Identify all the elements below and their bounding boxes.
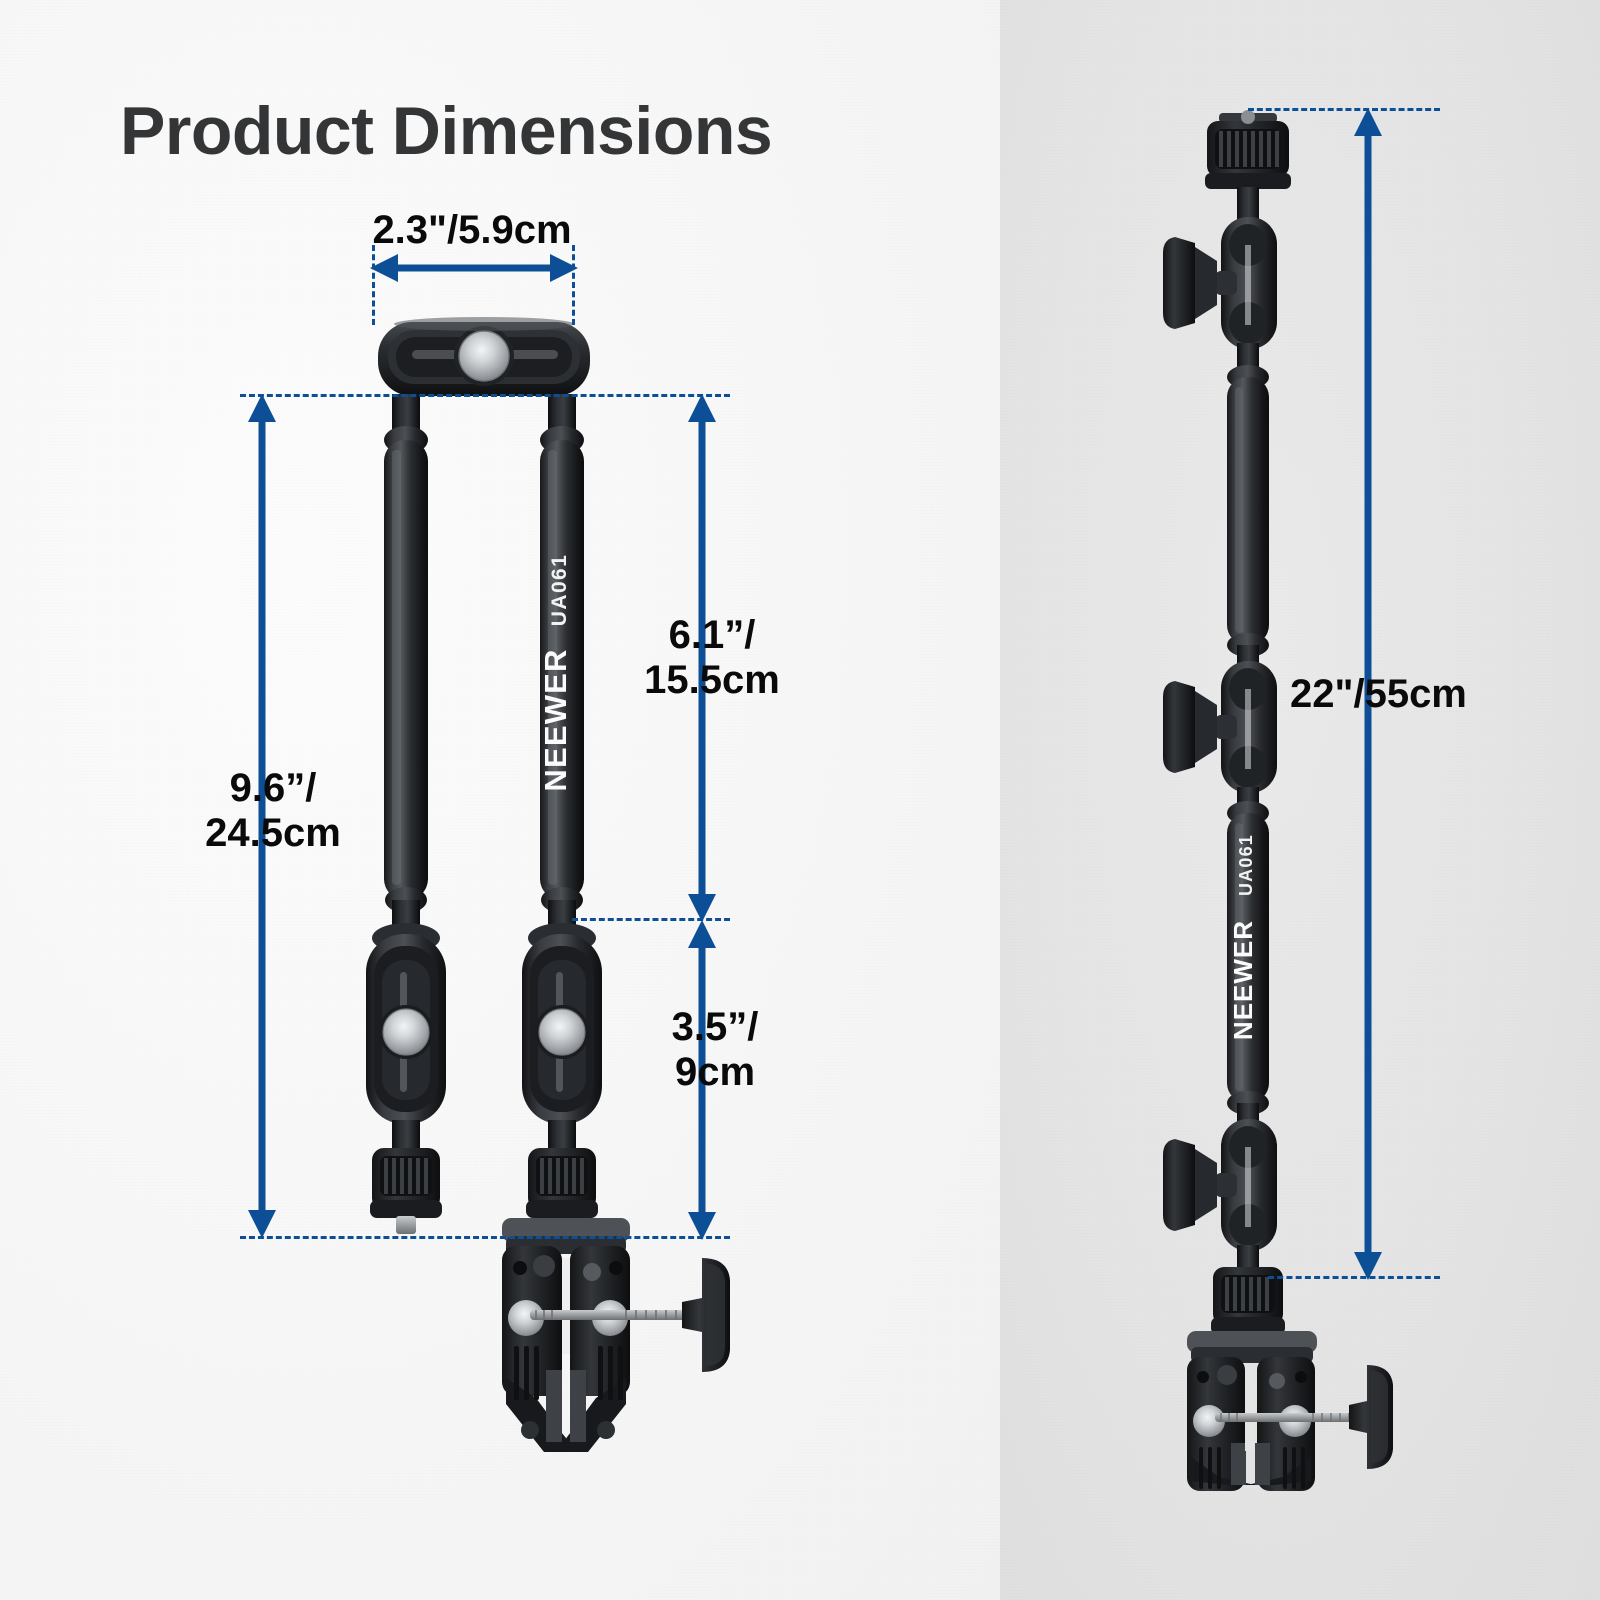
- ball-joint-knuckle: [366, 923, 446, 1124]
- dimension-arrow-width: [368, 252, 580, 284]
- product-image-left-folded: UA061 NEEWER: [330, 300, 890, 1480]
- product-image-right-extended: UA061 NEEWER: [1145, 95, 1435, 1491]
- guide-line-middle: [572, 918, 730, 921]
- lower-ball-joint: [1163, 1103, 1277, 1269]
- quarter-inch-screw-mount: [526, 1148, 598, 1218]
- guide-line-top: [240, 394, 730, 397]
- guide-line-bottom: [240, 1236, 730, 1239]
- dimension-label-total-right: 22"/55cm: [1290, 672, 1467, 716]
- joint-locking-knob: [1163, 1139, 1237, 1231]
- super-clamp-left-view: [502, 1218, 730, 1452]
- middle-ball-joint: [1163, 645, 1277, 813]
- top-mount-bracket: [378, 317, 590, 396]
- model-number-text: UA061: [1236, 834, 1256, 896]
- brand-name-text: NEEWER: [1228, 920, 1258, 1040]
- upper-ball-joint: [1163, 187, 1277, 377]
- bottom-screw-mount: [1211, 1267, 1285, 1335]
- right-arm-assembly: UA061 NEEWER: [522, 394, 602, 1218]
- dimension-arrow-upper-arm: [686, 392, 718, 924]
- clamp-tightening-knob: [530, 1258, 730, 1372]
- guide-line-width-left: [372, 245, 375, 325]
- super-clamp-right-view: [1187, 1331, 1393, 1491]
- dimension-label-lower-arm: 3.5”/ 9cm: [671, 1005, 759, 1094]
- lower-extension-rod: UA061 NEEWER: [1227, 801, 1269, 1115]
- top-mount-head: [1205, 110, 1291, 189]
- joint-locking-knob: [1163, 237, 1237, 329]
- dimension-label-upper-arm: 6.1”/ 15.5cm: [644, 613, 780, 702]
- dimension-arrow-lower-arm: [686, 918, 718, 1242]
- upper-extension-rod: [1227, 365, 1269, 657]
- guide-line-right-top: [1248, 108, 1440, 111]
- guide-line-right-bottom: [1268, 1276, 1440, 1279]
- dimension-arrow-total-left: [246, 392, 278, 1240]
- dimension-label-total-left: 9.6”/ 24.5cm: [205, 766, 341, 855]
- joint-locking-knob: [1163, 681, 1237, 773]
- dimension-label-width: 2.3"/5.9cm: [372, 208, 572, 252]
- model-number-text: UA061: [548, 554, 571, 626]
- page-title: Product Dimensions: [120, 93, 773, 169]
- guide-line-width-right: [572, 245, 575, 325]
- quarter-inch-screw-mount: [370, 1148, 442, 1234]
- brand-name-text: NEEWER: [538, 648, 573, 791]
- clamp-tightening-knob: [1215, 1365, 1393, 1469]
- left-arm-assembly: [366, 394, 446, 1234]
- ball-joint-knuckle: [522, 923, 602, 1124]
- dimension-arrow-total-right: [1352, 106, 1384, 1282]
